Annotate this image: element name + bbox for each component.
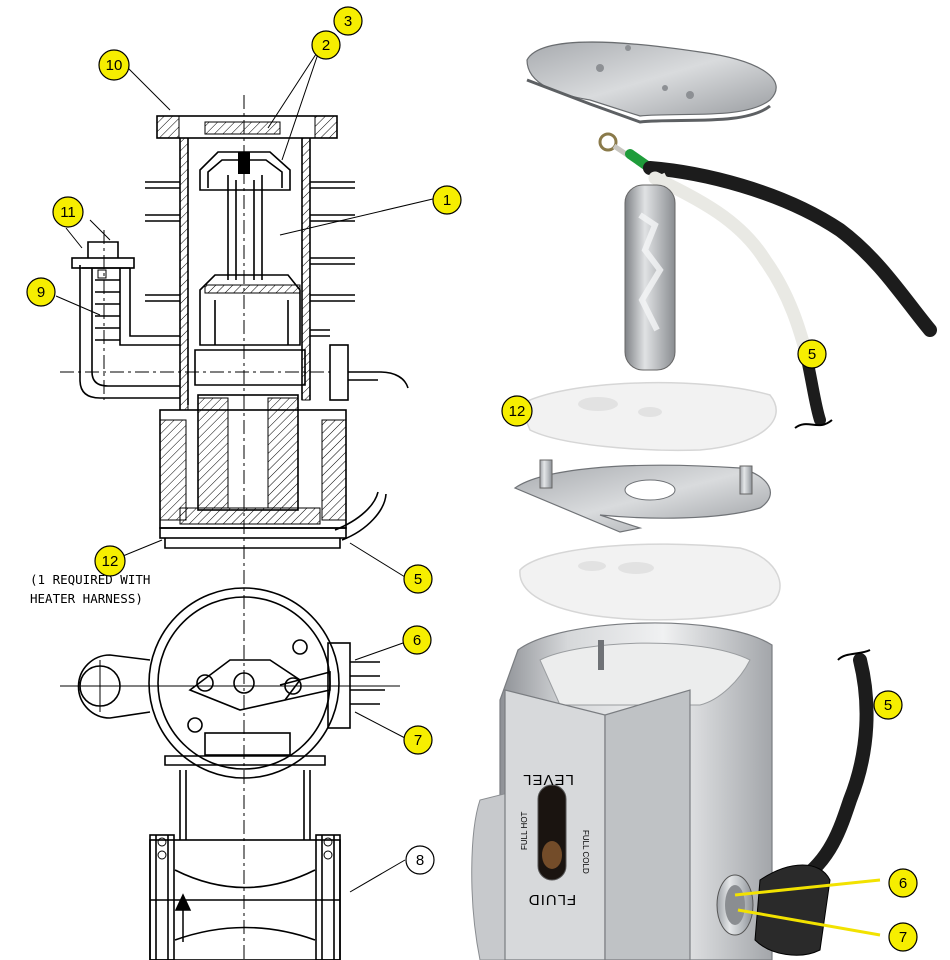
svg-text:7: 7 <box>899 929 907 946</box>
gasket-lower <box>519 543 781 621</box>
harness-note-line-2: HEATER HARNESS) <box>30 591 143 606</box>
cooling-fins <box>145 181 355 337</box>
photo-callout-6: 6 <box>888 868 918 898</box>
power-cable <box>643 161 937 337</box>
plan-view-housing <box>148 587 340 779</box>
level-label: LEVEL <box>522 771 574 788</box>
heater-element <box>624 184 676 371</box>
svg-text:8: 8 <box>416 852 424 869</box>
callout-10: 10 <box>98 49 130 81</box>
svg-text:2: 2 <box>322 37 330 54</box>
svg-text:12: 12 <box>102 553 119 570</box>
full-cold-label: FULL COLD <box>581 830 590 874</box>
photo-callout-5-lower: 5 <box>873 690 903 720</box>
top-cover-plate-photo <box>526 41 777 117</box>
full-hot-label: FULL HOT <box>520 812 529 850</box>
svg-text:11: 11 <box>60 204 76 221</box>
svg-text:9: 9 <box>37 284 45 301</box>
side-cable <box>793 653 874 887</box>
callout-12: 12 <box>94 545 126 577</box>
callout-3: 3 <box>333 6 363 36</box>
svg-text:12: 12 <box>509 403 526 420</box>
svg-text:7: 7 <box>414 732 422 749</box>
cross-section-drawing <box>55 47 438 960</box>
callout-6: 6 <box>402 625 432 655</box>
callout-8: 8 <box>405 845 435 875</box>
callout-5: 5 <box>403 564 433 594</box>
harness-note-line-1: (1 REQUIRED WITH <box>30 572 150 587</box>
photo-callout-5-upper: 5 <box>797 339 827 369</box>
leader-6 <box>734 878 881 897</box>
svg-text:6: 6 <box>413 632 421 649</box>
svg-text:5: 5 <box>414 571 422 588</box>
svg-text:6: 6 <box>899 875 907 892</box>
svg-text:10: 10 <box>106 57 123 74</box>
callout-2: 2 <box>311 30 341 60</box>
exploded-photo-view: LEVEL FLUID FULL COLD FULL HOT <box>471 41 937 960</box>
svg-text:5: 5 <box>808 346 816 363</box>
svg-text:1: 1 <box>443 192 451 209</box>
leader-7 <box>737 908 881 937</box>
callout-1: 1 <box>432 185 462 215</box>
white-lead-wire <box>648 171 815 367</box>
callout-11: 11 <box>52 196 84 228</box>
callout-7: 7 <box>403 725 433 755</box>
photo-callout-12: 12 <box>501 395 533 427</box>
svg-text:3: 3 <box>344 13 352 30</box>
fluid-label: FLUID <box>528 891 576 908</box>
callout-9: 9 <box>26 277 56 307</box>
photo-callout-7: 7 <box>888 922 918 952</box>
svg-text:5: 5 <box>884 697 892 714</box>
